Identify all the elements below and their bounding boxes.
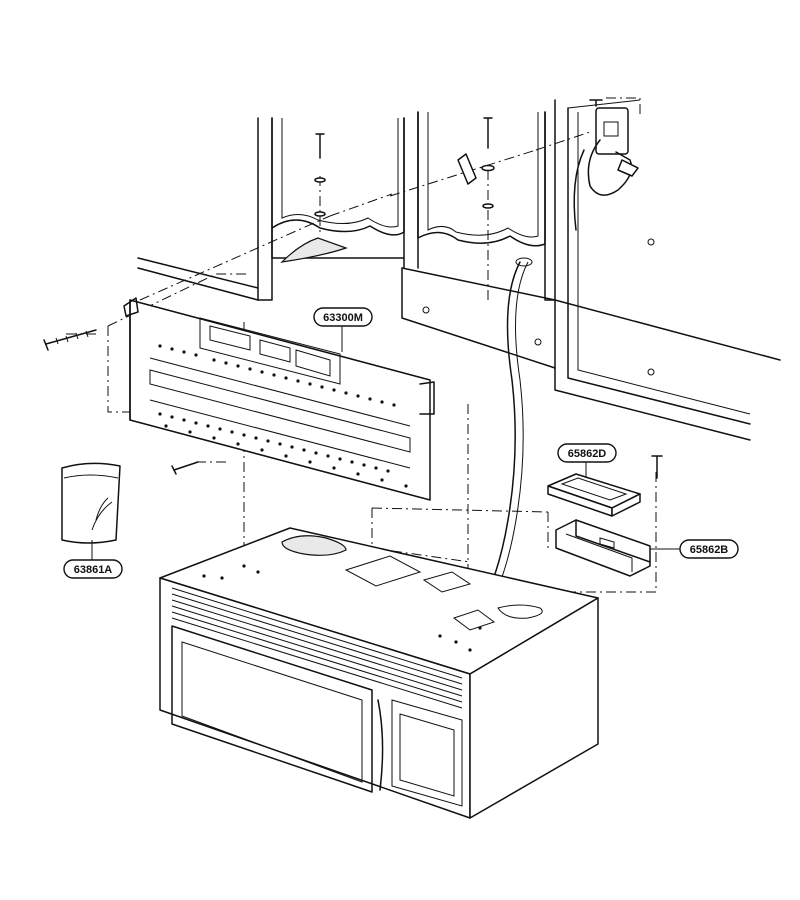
callout-label-65862D: 65862D: [568, 448, 607, 460]
callout-label-65862B: 65862B: [690, 544, 729, 556]
callout-65862D: 65862D: [557, 443, 617, 478]
callout-65862B: 65862B: [650, 539, 739, 559]
left-cabinet: [257, 117, 405, 301]
vent-grille: [171, 587, 463, 709]
wall-outlet: [573, 107, 639, 231]
screw-right: [651, 455, 663, 479]
callout-63861A: 63861A: [63, 540, 123, 579]
hardware-bag: [61, 462, 121, 544]
bracket-holes: [158, 344, 408, 488]
cover-plate: [547, 473, 641, 517]
duct-adaptor: [555, 519, 651, 577]
mounting-bracket: [123, 297, 435, 501]
microwave-holes: [202, 564, 482, 652]
lag-screw-lower: [171, 461, 199, 475]
screw-top-left: [314, 133, 326, 217]
screw-top-middle: [481, 117, 495, 209]
hardware: [43, 117, 663, 617]
cabinets: [137, 99, 781, 441]
microwave-oven: [159, 527, 599, 819]
callout-label-63861A: 63861A: [74, 564, 113, 576]
right-cabinet: [554, 99, 751, 441]
callout-label-63300M: 63300M: [323, 312, 363, 324]
alignment-guides: [66, 97, 657, 620]
callout-63300M: 63300M: [313, 307, 373, 352]
lag-screw-left: [43, 329, 97, 351]
